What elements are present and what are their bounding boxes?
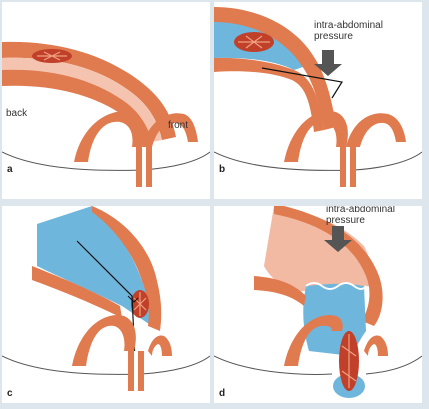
- tissue-outer-band: [274, 206, 383, 326]
- pelvic-floor-curve: [284, 111, 348, 162]
- label-front: front: [168, 120, 189, 131]
- panel-d-illustration: [214, 206, 422, 398]
- pelvic-floor-curve: [284, 315, 343, 366]
- panel-label-a: a: [7, 164, 13, 175]
- baseline-skin: [2, 355, 210, 375]
- panel-c: c: [2, 206, 210, 403]
- prolapse-light-tissue: [264, 206, 371, 292]
- tissue-inner-band: [254, 276, 306, 306]
- baseline-skin: [2, 151, 210, 171]
- panel-b: intra-abdominal pressure b: [214, 2, 422, 199]
- pelvic-floor-curve: [72, 315, 136, 366]
- panel-c-illustration: [2, 206, 210, 391]
- panel-d: intra-abdominal pressure d: [214, 206, 422, 403]
- panel-b-illustration: [214, 7, 422, 187]
- tissue-outer-band: [2, 41, 176, 141]
- panel-label-b: b: [219, 164, 226, 175]
- panel-label-c: c: [7, 388, 13, 399]
- tissue-outer-band: [92, 206, 162, 331]
- pressure-arrow: [314, 50, 342, 76]
- pelvic-floor-curve: [74, 111, 145, 162]
- label-pressure-line1: intra-abdominal: [314, 20, 383, 31]
- panel-a: back front a: [2, 2, 210, 199]
- label-pressure-line2: pressure: [314, 31, 353, 42]
- fluid-region: [37, 206, 152, 326]
- tissue-inner-band: [214, 57, 324, 132]
- label-pressure-line1: intra-abdominal: [326, 206, 395, 215]
- label-back: back: [6, 108, 28, 119]
- label-pressure-line2: pressure: [326, 215, 365, 226]
- pressure-arrow: [324, 226, 352, 252]
- baseline-skin: [214, 355, 333, 375]
- fluid-wave-edge: [305, 282, 367, 290]
- tissue-inner-band: [2, 69, 152, 144]
- tissue-inner-band: [32, 266, 122, 318]
- baseline-skin: [214, 151, 422, 171]
- panel-a-illustration: [2, 41, 210, 187]
- lumen-band: [2, 57, 162, 142]
- pressure-angle-line: [261, 67, 343, 99]
- panel-label-d: d: [219, 388, 226, 399]
